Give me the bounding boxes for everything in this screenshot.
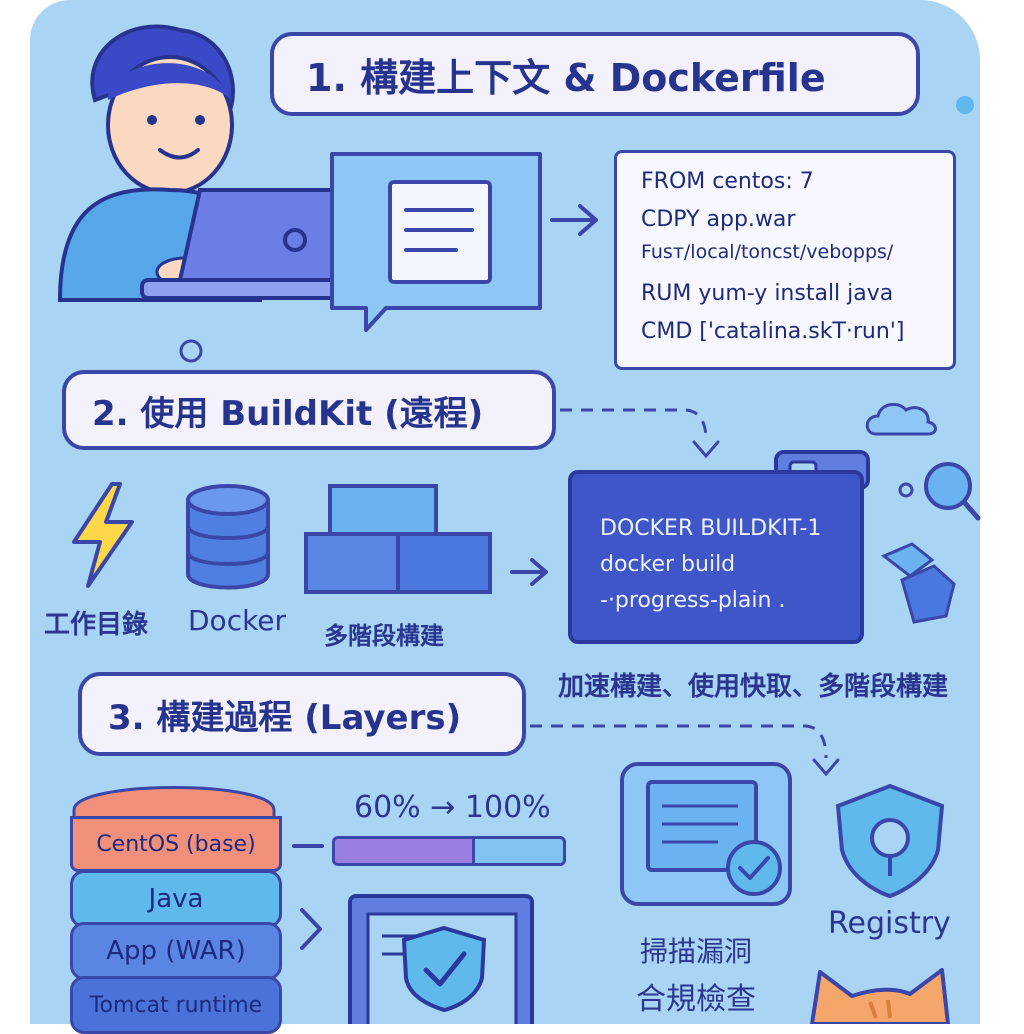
- layer-centos: CentOS (base): [70, 816, 282, 872]
- cubes-icon: [881, 542, 956, 624]
- dockerfile-line: CMD ['catalina.skT·run']: [641, 319, 905, 344]
- progress-bar: [332, 836, 566, 866]
- verified-document-icon: [620, 762, 792, 906]
- dash-icon: [292, 844, 324, 848]
- scan-label-2: 合規檢查: [636, 982, 756, 1017]
- arrow-right-icon: [550, 204, 598, 236]
- icon-label-workdir: 工作目錄: [44, 610, 149, 640]
- layer-label: App (WAR): [106, 936, 246, 966]
- step1-title: 1. 構建上下文 & Dockerfile: [270, 32, 920, 116]
- dashed-arrow-icon: [530, 724, 840, 776]
- icon-label-multistage: 多階段構建: [324, 622, 444, 650]
- benefits-caption: 加速構建、使用快取、多階段構建: [558, 672, 949, 702]
- step2-title: 2. 使用 BuildKit (遠程): [62, 370, 556, 450]
- dockerfile-line: FROM centos: 7: [641, 169, 814, 194]
- document-card: [330, 152, 542, 332]
- laptop-icon: [140, 188, 373, 300]
- database-icon: [186, 484, 270, 590]
- chevron-right-icon: [300, 908, 322, 950]
- dockerfile-line: RUM yum-y install java: [641, 281, 894, 306]
- blocks-icon: [304, 484, 492, 594]
- terminal-line: DOCKER BUILDKIT-1: [600, 516, 822, 541]
- scan-label-1: 掃描漏洞: [640, 935, 753, 968]
- progress-fill: [335, 839, 475, 863]
- registry-label: Registry: [828, 906, 951, 941]
- magnifier-icon: [898, 462, 981, 521]
- layer-label: CentOS (base): [96, 831, 256, 857]
- lightning-icon: [72, 482, 134, 588]
- registry-shield-icon: [835, 783, 945, 899]
- terminal-line: -·progress-plain .: [600, 588, 786, 613]
- decorative-circle: [956, 96, 974, 114]
- terminal-line: docker build: [600, 552, 736, 577]
- cat-icon: [810, 968, 950, 1024]
- layer-label: Tomcat runtime: [89, 992, 263, 1018]
- arrow-right-icon: [510, 558, 548, 586]
- monitor-shield-icon: [348, 894, 534, 1024]
- progress-label: 60% → 100%: [354, 790, 551, 825]
- icon-label-docker: Docker: [188, 604, 287, 637]
- dockerfile-line: Fusт/local/toncst/vebopps/: [641, 241, 894, 263]
- layer-app: App (WAR): [70, 922, 282, 980]
- dashed-arrow-icon: [560, 408, 720, 459]
- layer-label: Java: [148, 884, 204, 914]
- step3-title: 3. 構建過程 (Layers): [78, 672, 526, 756]
- dockerfile-line: CDPY app.war: [641, 207, 796, 232]
- layer-tomcat: Tomcat runtime: [70, 976, 282, 1034]
- dockerfile-card: FROM centos: 7 CDPY app.war Fusт/local/t…: [614, 150, 956, 370]
- layer-java: Java: [70, 870, 282, 928]
- cloud-icon: [865, 402, 937, 436]
- terminal-panel: DOCKER BUILDKIT-1 docker build -·progres…: [568, 470, 864, 644]
- decorative-circle: [179, 339, 203, 363]
